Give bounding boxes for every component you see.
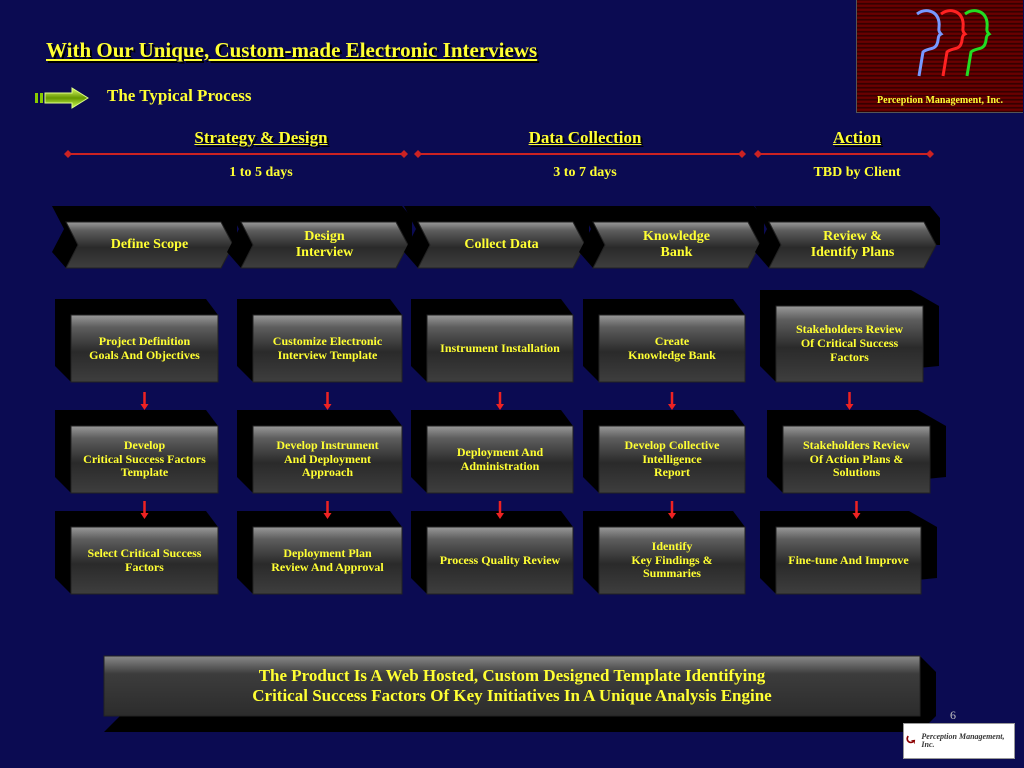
stage-chevron xyxy=(592,221,761,269)
down-arrow-icon xyxy=(496,501,504,519)
task-cell xyxy=(252,425,403,494)
company-name: Perception Management, Inc. xyxy=(877,95,1003,106)
phase-duration: TBD by Client xyxy=(813,165,901,180)
task-cell xyxy=(70,425,219,494)
down-arrow-icon xyxy=(140,392,149,410)
page-title: With Our Unique, Custom-made Electronic … xyxy=(46,38,538,62)
timeline-diamond-icon xyxy=(400,150,408,158)
down-arrow-icon xyxy=(323,392,332,410)
timeline-diamond-icon xyxy=(926,150,934,158)
company-logo: Perception Management, Inc. xyxy=(856,0,1023,113)
phase-duration: 1 to 5 days xyxy=(229,165,293,180)
phase-title: Data Collection xyxy=(528,128,642,147)
task-cell xyxy=(598,526,746,595)
timeline-diamond-icon xyxy=(414,150,422,158)
task-cell xyxy=(426,526,574,595)
profile-faces-icon xyxy=(916,9,992,77)
task-cell xyxy=(426,425,574,494)
down-arrow-icon xyxy=(845,392,854,410)
corner-logo: ⤿ Perception Management, Inc. xyxy=(903,723,1015,759)
timeline-diamond-icon xyxy=(754,150,762,158)
task-cell xyxy=(775,526,922,595)
stage-chevron xyxy=(417,221,586,269)
down-arrow-icon xyxy=(323,501,332,519)
timeline-diamond-icon xyxy=(64,150,72,158)
down-arrow-icon xyxy=(140,501,149,519)
stage-chevron xyxy=(65,221,234,269)
timeline-diamond-icon xyxy=(738,150,746,158)
task-cell xyxy=(782,425,931,494)
down-arrow-icon xyxy=(668,392,676,410)
corner-logo-text: Perception Management, Inc. xyxy=(921,731,1005,749)
task-cell xyxy=(598,425,746,494)
down-arrow-icon xyxy=(852,501,861,519)
logo-mark-icon: ⤿ xyxy=(904,731,918,749)
down-arrow-icon xyxy=(496,392,504,410)
section-subtitle: The Typical Process xyxy=(107,86,252,105)
phase-title: Action xyxy=(832,128,882,147)
task-cell xyxy=(426,314,574,383)
task-cell xyxy=(252,314,403,383)
task-cell xyxy=(70,526,219,595)
phase-title: Strategy & Design xyxy=(194,128,328,147)
task-cell xyxy=(252,526,403,595)
phase-duration: 3 to 7 days xyxy=(553,165,617,180)
page-number: 6 xyxy=(950,708,956,722)
stage-chevron xyxy=(768,221,937,269)
task-cell xyxy=(598,314,746,383)
summary-banner xyxy=(103,655,921,717)
task-cell xyxy=(70,314,219,383)
right-arrow-icon xyxy=(35,87,89,109)
task-cell xyxy=(775,305,924,383)
stage-chevron xyxy=(240,221,409,269)
down-arrow-icon xyxy=(668,501,676,519)
